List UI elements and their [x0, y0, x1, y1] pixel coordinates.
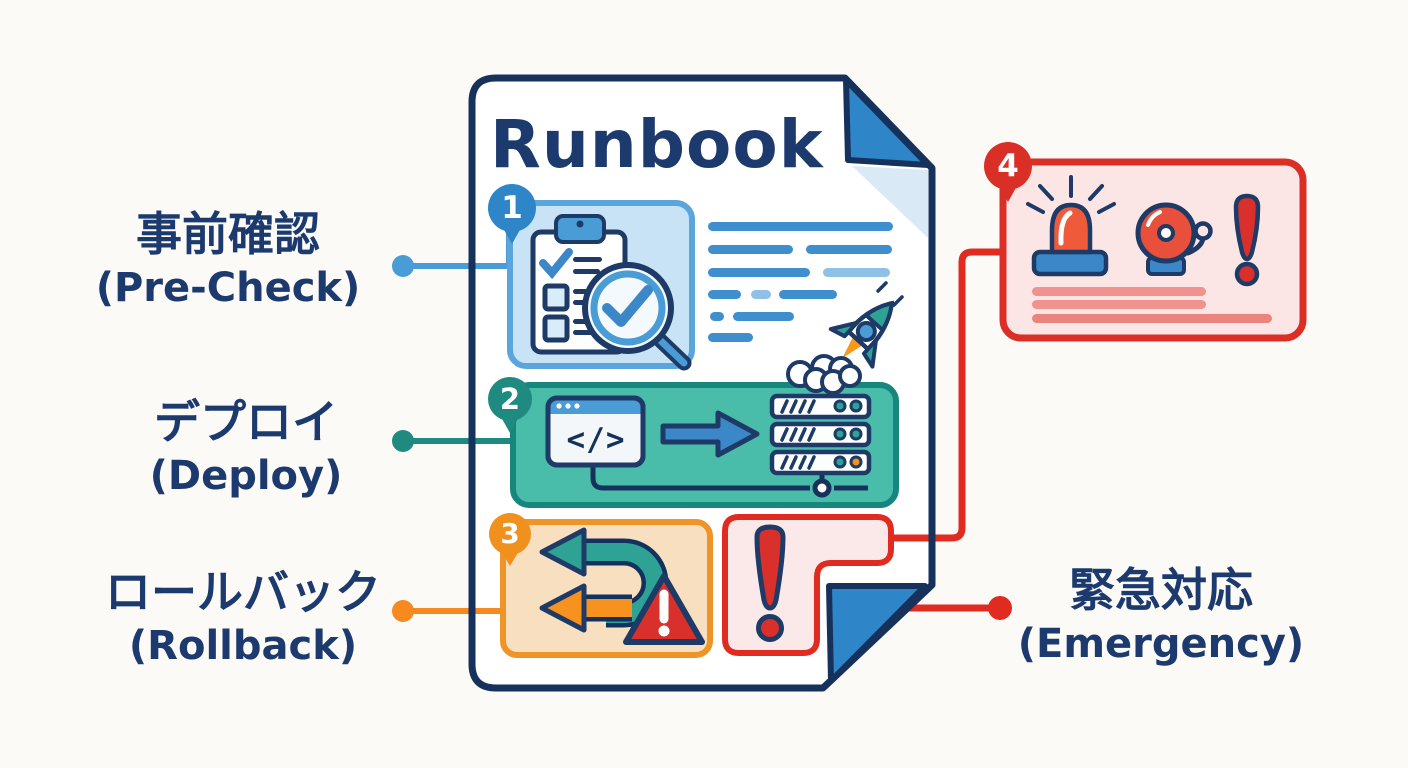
- fold-shadow: [852, 166, 928, 238]
- page-title: Runbook: [490, 106, 824, 183]
- badge-2-number: 2: [499, 382, 521, 416]
- alert-panel: [999, 158, 1307, 342]
- connector-emergency-dot: [988, 596, 1012, 620]
- connector-rollback-dot: [392, 600, 414, 622]
- precheck-box: [507, 200, 695, 371]
- label-precheck-jp: 事前確認: [136, 207, 320, 261]
- badge-3-circle: [489, 513, 531, 555]
- bell-icon: [1135, 202, 1213, 276]
- label-precheck-en: (Pre-Check): [95, 265, 361, 311]
- badge-4-circle: [984, 142, 1032, 190]
- code-icon: </>: [566, 422, 626, 458]
- badge-3-number: 3: [500, 517, 520, 550]
- document-border: [468, 74, 936, 692]
- arrow-right-icon: [660, 410, 760, 458]
- emergency-note: [722, 514, 894, 656]
- label-rollback-jp: ロールバック: [105, 565, 381, 619]
- label-precheck: 事前確認 (Pre-Check): [28, 206, 428, 314]
- cable-line: [590, 463, 810, 491]
- label-emergency-jp: 緊急対応: [1069, 563, 1253, 617]
- alert-text-lines: [1032, 287, 1272, 323]
- badge-1-number: 1: [501, 190, 523, 226]
- exclamation-icon: [1233, 193, 1261, 287]
- document-text-lines: [708, 222, 893, 342]
- deploy-box: [510, 281, 904, 508]
- rollback-box: [500, 519, 713, 658]
- code-window-icon: [545, 395, 646, 468]
- rollback-arrow-icon: [539, 583, 632, 633]
- connector-precheck-dot: [392, 255, 414, 277]
- label-rollback-en: (Rollback): [128, 623, 358, 669]
- label-emergency-en: (Emergency): [1017, 621, 1305, 667]
- label-emergency: 緊急対応 (Emergency): [961, 562, 1361, 670]
- magnifier-icon: [582, 262, 692, 371]
- siren-icon: [1026, 175, 1116, 277]
- check-icon: [602, 285, 653, 327]
- connector-alert: [888, 248, 1006, 542]
- exclamation-icon: [754, 524, 786, 642]
- smoke-cloud-icon: [786, 354, 862, 395]
- badge-4-number: 4: [997, 148, 1019, 184]
- step-badges: [488, 142, 1032, 566]
- badge-2-circle: [488, 377, 532, 421]
- badge-1-circle: [488, 184, 536, 232]
- uturn-arrow-icon: [539, 527, 669, 628]
- label-rollback: ロールバック (Rollback): [43, 564, 443, 672]
- connector-deploy-dot: [392, 430, 414, 452]
- label-deploy-en: (Deploy): [149, 453, 343, 499]
- warning-triangle-icon: [623, 573, 705, 645]
- rocket-icon: [786, 281, 904, 395]
- server-icon: [769, 393, 872, 476]
- fold-corner-bottom-icon: [826, 583, 928, 684]
- label-deploy: デプロイ (Deploy): [46, 394, 446, 502]
- fold-corner-top-icon: [843, 77, 931, 168]
- cable-node: [812, 478, 832, 498]
- label-deploy-jp: デプロイ: [154, 395, 338, 449]
- check-icon: [539, 248, 573, 280]
